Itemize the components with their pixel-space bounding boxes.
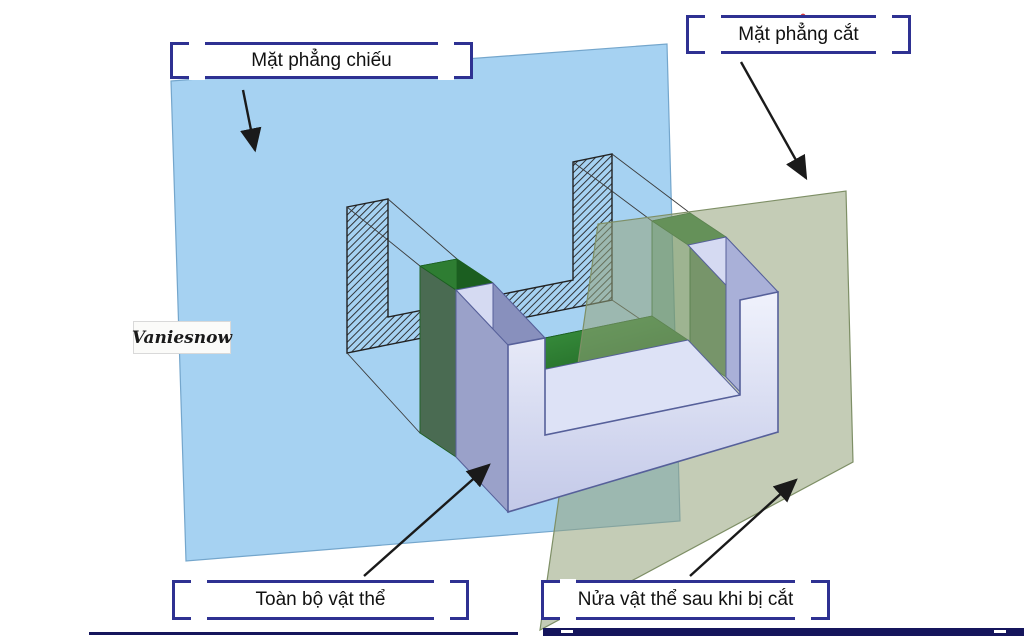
projection-ray bbox=[387, 198, 458, 260]
border-notch bbox=[191, 616, 207, 621]
object-rear-left-side bbox=[419, 265, 457, 458]
border-notch bbox=[191, 579, 207, 584]
border-notch bbox=[561, 630, 573, 633]
border-notch bbox=[876, 50, 892, 55]
label-half-object: Nửa vật thể sau khi bị cắt bbox=[541, 579, 830, 621]
watermark: Vaniesnow bbox=[131, 321, 233, 354]
projection-ray bbox=[346, 206, 421, 267]
callout-arrows bbox=[240, 61, 808, 577]
label-cutting-plane: Mặt phẳng cắt bbox=[686, 14, 911, 55]
border-notch bbox=[434, 579, 450, 584]
projection-ray bbox=[572, 161, 653, 222]
label-half-object-text: Nửa vật thể sau khi bị cắt bbox=[577, 589, 794, 610]
bottom-bar-right bbox=[543, 628, 1024, 636]
border-notch bbox=[189, 75, 205, 80]
label-cutting-plane-text: Mặt phẳng cắt bbox=[738, 23, 859, 45]
arrow-half-object bbox=[689, 478, 798, 577]
projection-ray bbox=[346, 352, 421, 434]
border-notch bbox=[560, 616, 576, 621]
label-projection-plane: Mặt phẳng chiếu bbox=[170, 41, 473, 80]
border-notch bbox=[795, 579, 811, 584]
label-whole-object-text: Toàn bộ vật thể bbox=[255, 589, 386, 610]
border-notch bbox=[705, 14, 721, 19]
arrow-projection-plane bbox=[240, 89, 262, 153]
bottom-bar-left bbox=[89, 632, 518, 635]
watermark-text: Vaniesnow bbox=[131, 327, 233, 348]
border-notch bbox=[876, 14, 892, 19]
label-projection-plane-text: Mặt phẳng chiếu bbox=[251, 49, 392, 71]
border-notch bbox=[994, 630, 1006, 633]
arrow-cutting-plane bbox=[739, 61, 808, 181]
projection-ray bbox=[611, 153, 691, 214]
label-whole-object: Toàn bộ vật thể bbox=[172, 579, 469, 621]
arrow-whole-object bbox=[363, 463, 491, 577]
border-notch bbox=[795, 616, 811, 621]
border-notch bbox=[189, 41, 205, 46]
border-notch bbox=[560, 579, 576, 584]
border-notch bbox=[705, 50, 721, 55]
border-notch bbox=[434, 616, 450, 621]
object-cut-face bbox=[507, 291, 779, 514]
object-front-half bbox=[455, 235, 779, 514]
border-notch bbox=[438, 41, 454, 46]
border-notch bbox=[438, 75, 454, 80]
